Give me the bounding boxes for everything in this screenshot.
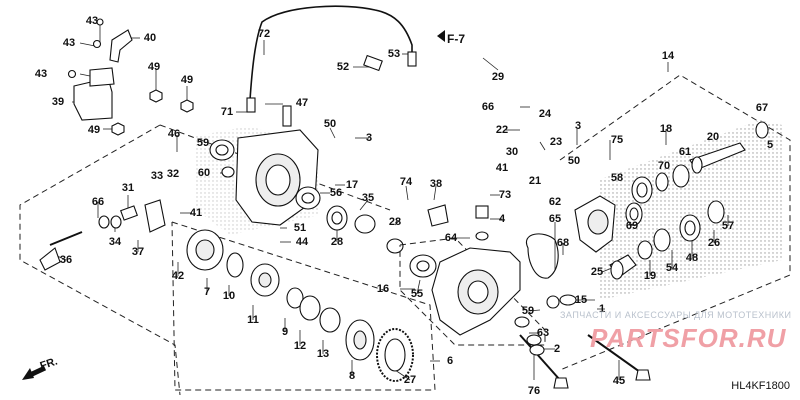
callout-16: 16	[376, 283, 390, 295]
callout-1: 1	[598, 303, 606, 315]
callout-17: 17	[345, 179, 359, 191]
callout-54: 54	[665, 262, 679, 274]
callout-38: 38	[429, 178, 443, 190]
section-reference[interactable]: F-7	[447, 32, 465, 46]
callout-43b: 43	[62, 37, 76, 49]
callout-53: 53	[387, 48, 401, 60]
callout-36: 36	[59, 254, 73, 266]
callout-29: 29	[491, 71, 505, 83]
callout-24: 24	[538, 108, 552, 120]
callout-7: 7	[203, 286, 211, 298]
callout-44: 44	[295, 236, 309, 248]
callout-49a: 49	[147, 61, 161, 73]
callout-74: 74	[399, 176, 413, 188]
callout-43c: 43	[34, 68, 48, 80]
callout-61: 61	[678, 146, 692, 158]
callout-70: 70	[657, 160, 671, 172]
callout-8: 8	[348, 370, 356, 382]
callout-19: 19	[643, 270, 657, 282]
callout-59b: 59	[521, 305, 535, 317]
callout-75: 75	[610, 134, 624, 146]
callout-50b: 50	[323, 118, 337, 130]
callout-72: 72	[257, 28, 271, 40]
callout-64: 64	[444, 232, 458, 244]
callout-65: 65	[548, 213, 562, 225]
callout-46: 46	[167, 128, 181, 140]
callout-5: 5	[766, 139, 774, 151]
callout-59a: 59	[196, 137, 210, 149]
callout-31: 31	[121, 182, 135, 194]
callout-66b: 66	[91, 196, 105, 208]
callout-21: 21	[528, 175, 542, 187]
callout-76: 76	[527, 385, 541, 397]
callout-50a: 50	[567, 155, 581, 167]
callout-73: 73	[498, 189, 512, 201]
callout-67: 67	[755, 102, 769, 114]
callout-22: 22	[495, 124, 509, 136]
callout-26: 26	[707, 237, 721, 249]
callout-42: 42	[171, 270, 185, 282]
callout-3b: 3	[365, 132, 373, 144]
callout-68: 68	[556, 237, 570, 249]
callout-32: 32	[166, 168, 180, 180]
callout-35: 35	[361, 192, 375, 204]
callout-43a: 43	[85, 15, 99, 27]
watermark-text: ЗАПЧАСТИ И АКСЕССУАРЫ ДЛЯ МОТОТЕХНИКИ	[560, 310, 792, 320]
callout-66a: 66	[481, 101, 495, 113]
callout-71: 71	[220, 106, 234, 118]
callout-41a: 41	[495, 162, 509, 174]
callout-20: 20	[706, 131, 720, 143]
callout-30: 30	[505, 146, 519, 158]
parts-drawing	[39, 5, 769, 389]
callout-23: 23	[549, 136, 563, 148]
callout-12: 12	[293, 340, 307, 352]
figure-code: HL4KF1800	[731, 380, 790, 392]
callout-3a: 3	[574, 120, 582, 132]
callout-49c: 49	[87, 124, 101, 136]
callout-10: 10	[222, 290, 236, 302]
callout-37: 37	[131, 246, 145, 258]
callout-15: 15	[574, 294, 588, 306]
callout-45: 45	[612, 375, 626, 387]
callout-63: 63	[536, 327, 550, 339]
callout-62: 62	[548, 196, 562, 208]
callout-34: 34	[108, 236, 122, 248]
callout-56: 56	[329, 187, 343, 199]
callout-2: 2	[553, 343, 561, 355]
callout-40: 40	[143, 32, 157, 44]
callout-60: 60	[197, 167, 211, 179]
callout-11: 11	[247, 314, 259, 326]
callout-13: 13	[316, 348, 330, 360]
callout-69: 69	[625, 220, 639, 232]
callout-25: 25	[590, 266, 604, 278]
callout-33: 33	[150, 170, 164, 182]
bracket-40	[109, 29, 133, 63]
callout-39: 39	[51, 96, 65, 108]
callout-4: 4	[498, 213, 506, 225]
callout-55: 55	[410, 288, 424, 300]
callout-49b: 49	[180, 74, 194, 86]
callout-51: 51	[293, 222, 307, 234]
callout-27: 27	[403, 374, 417, 386]
arrows	[22, 30, 445, 380]
fref-arrow	[437, 30, 445, 42]
callout-48: 48	[685, 252, 699, 264]
callout-28b: 28	[388, 216, 402, 228]
callout-28a: 28	[330, 236, 344, 248]
callout-9: 9	[281, 326, 289, 338]
callout-6: 6	[446, 355, 454, 367]
callout-41b: 41	[189, 207, 203, 219]
callout-14: 14	[661, 50, 675, 62]
callout-58: 58	[610, 172, 624, 184]
callout-57: 57	[721, 220, 735, 232]
assembly-outline-gearset	[171, 221, 436, 391]
callout-18: 18	[659, 123, 673, 135]
watermark-logo: PARTSFOR.RU	[590, 323, 787, 353]
sensor-cable	[249, 5, 413, 101]
callout-47: 47	[295, 97, 309, 109]
callout-52: 52	[336, 61, 350, 73]
